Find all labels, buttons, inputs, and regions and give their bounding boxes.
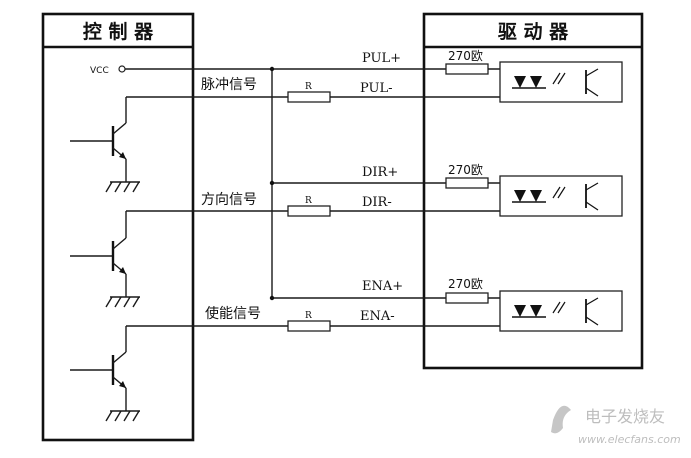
- controller-block: 控 制 器: [41, 12, 195, 442]
- ena-signal-label: 使能信号: [205, 305, 261, 322]
- dir-driver-resistor-label: 270欧: [448, 163, 483, 177]
- ena-resistor-label: R: [305, 311, 312, 321]
- watermark-line1: 电子发烧友: [585, 407, 665, 426]
- transistor-enable: [70, 326, 140, 422]
- ena-plus-label: ENA+: [362, 279, 403, 294]
- channel-pulse: PUL+ 270欧 R PUL- 脉冲信号: [126, 49, 623, 103]
- dir-resistor-label: R: [305, 196, 312, 206]
- ena-optocoupler-symbol: [512, 297, 599, 326]
- driver-box: [422, 12, 644, 370]
- dir-signal-label: 方向信号: [201, 192, 257, 208]
- vcc-label: VCC: [90, 66, 109, 76]
- watermark-line2: www.elecfans.com: [578, 433, 681, 446]
- controller-title: 控 制 器: [83, 20, 154, 43]
- channel-direction: DIR+ 270欧 R DIR- 方向信号: [126, 163, 623, 217]
- pul-driver-resistor-label: 270欧: [448, 49, 483, 63]
- ena-resistor: [287, 320, 331, 332]
- dir-plus-label: DIR+: [362, 165, 398, 180]
- watermark-logo-icon: [551, 405, 571, 434]
- ena-junction: [269, 295, 275, 301]
- pul-driver-resistor: [445, 63, 489, 75]
- ena-minus-label: ENA-: [360, 309, 395, 324]
- driver-title: 驱 动 器: [498, 21, 569, 43]
- watermark: 电子发烧友 www.elecfans.com: [551, 405, 681, 446]
- dir-junction: [269, 180, 275, 186]
- channel-enable: ENA+ 270欧 R ENA- 使能信号: [126, 277, 623, 332]
- pul-resistor: [287, 91, 331, 103]
- pul-minus-label: PUL-: [360, 81, 393, 96]
- ena-driver-resistor: [445, 292, 489, 304]
- vcc-terminal: [118, 65, 126, 73]
- dir-minus-label: DIR-: [362, 195, 392, 210]
- pul-optocoupler-symbol: [512, 68, 599, 97]
- ena-driver-resistor-label: 270欧: [448, 277, 483, 291]
- driver-block: 驱 动 器: [422, 12, 644, 370]
- pul-signal-label: 脉冲信号: [201, 77, 257, 93]
- pul-junction: [269, 66, 275, 72]
- pul-resistor-label: R: [305, 82, 312, 92]
- dir-optocoupler-symbol: [512, 182, 599, 211]
- transistor-direction: [70, 211, 140, 308]
- dir-driver-resistor: [445, 177, 489, 189]
- dir-resistor: [287, 205, 331, 217]
- controller-box: [41, 12, 195, 442]
- transistor-pulse: [70, 97, 140, 193]
- pul-plus-label: PUL+: [362, 51, 401, 66]
